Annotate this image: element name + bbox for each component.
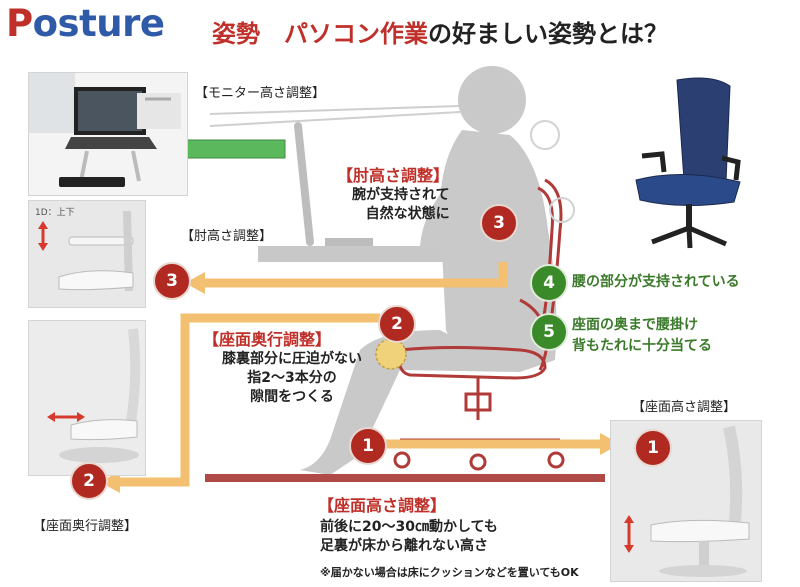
depth-callout-line1: 膝裏部分に圧迫がない xyxy=(222,351,362,367)
page-title-red: 姿勢 パソコン作業 xyxy=(212,20,428,48)
depth-callout-body: 膝裏部分に圧迫がない 指2〜3本分の 隙間をつくる xyxy=(206,350,378,407)
seat-height-adjust-label: 【座面高さ調整】 xyxy=(632,400,737,415)
logo-word-rest: osture xyxy=(32,2,165,45)
elbow-callout-heading: 【肘高さ調整】 xyxy=(337,166,450,185)
badge-5: 5 xyxy=(530,313,568,351)
elbow-arrow xyxy=(185,262,508,294)
monitor-adjust-label: 【モニター高さ調整】 xyxy=(195,86,326,101)
badge-2-person: 2 xyxy=(378,305,416,343)
page-title: 姿勢 パソコン作業の好ましい姿勢とは？ xyxy=(212,14,668,49)
depth-callout-heading: 【座面奥行調整】 xyxy=(203,330,332,349)
height-callout-note: ※届かない場合は床にクッションなどを置いてもOK xyxy=(320,566,579,579)
back-callout-line2: 背もたれに十分当てる xyxy=(572,338,712,354)
elbow-callout-line1: 腕が支持されて xyxy=(352,187,450,203)
page-title-dark: の好ましい姿勢とは？ xyxy=(428,20,668,48)
badge-3-left: 3 xyxy=(153,262,191,300)
badge-4: 4 xyxy=(530,264,568,302)
lumbar-callout: 腰の部分が支持されている xyxy=(572,274,740,290)
armrest-photo: 1D：上下 xyxy=(28,200,146,308)
sight-lines xyxy=(209,105,461,127)
office-chair-icon xyxy=(635,77,741,249)
office-chair-photo xyxy=(622,72,752,252)
logo-letter-p: P xyxy=(6,2,33,45)
badge-2-left: 2 xyxy=(70,462,108,500)
person-silhouette xyxy=(300,66,557,475)
logo-title: Posture xyxy=(6,2,165,45)
height-arrow xyxy=(370,433,620,455)
badge-1-person: 1 xyxy=(349,427,387,465)
badge-1-right: 1 xyxy=(634,429,672,467)
knee-gap-circle xyxy=(375,338,407,370)
height-callout-heading: 【座面高さ調整】 xyxy=(318,496,447,515)
monitor-silhouette xyxy=(294,122,314,246)
height-callout-body: 前後に20〜30㎝動かしても 足裏が床から離れない高さ xyxy=(320,518,498,556)
height-callout-line1: 前後に20〜30㎝動かしても xyxy=(320,519,498,535)
seat-depth-chair-icon xyxy=(29,321,145,475)
seat-height-photo xyxy=(610,420,762,582)
elbow-callout-body: 腕が支持されて 自然な状態に xyxy=(352,186,450,224)
depth-arrow xyxy=(100,313,380,493)
elbow-adjust-label: 【肘高さ調整】 xyxy=(181,229,273,244)
floor-line xyxy=(205,474,605,482)
elbow-callout-line2: 自然な状態に xyxy=(365,205,450,222)
height-callout-line2: 足裏が床から離れない高さ xyxy=(320,537,488,554)
back-callout-line1: 座面の奥まで腰掛け xyxy=(572,317,698,333)
seat-depth-photo xyxy=(28,320,146,476)
lumbar-circles xyxy=(530,120,575,223)
photo-tag: 1D：上下 xyxy=(35,208,75,218)
depth-callout-line2: 指2〜3本分の xyxy=(247,369,337,386)
back-callout: 座面の奥まで腰掛け 背もたれに十分当てる xyxy=(572,315,712,357)
badge-3-person: 3 xyxy=(480,204,518,242)
monitor-stand-photo xyxy=(28,72,188,196)
laptop-stand-icon xyxy=(29,73,187,195)
armrest-chair-icon xyxy=(29,201,145,307)
depth-callout-line3: 隙間をつくる xyxy=(250,388,334,405)
seat-depth-adjust-label: 【座面奥行調整】 xyxy=(33,519,138,534)
